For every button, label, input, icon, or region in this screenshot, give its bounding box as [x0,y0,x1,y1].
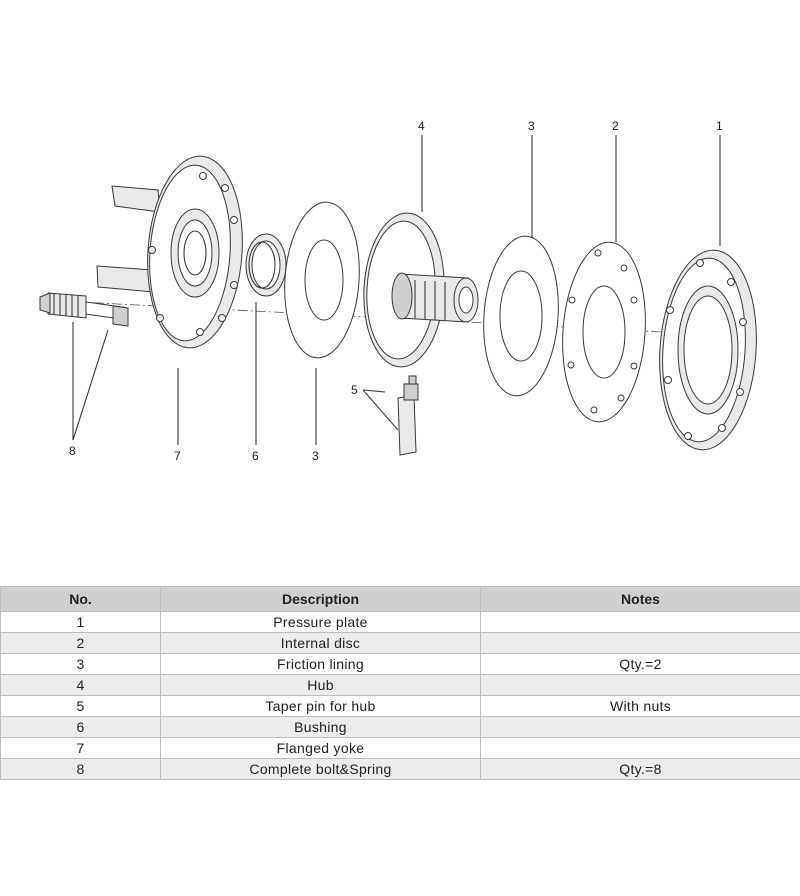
callout-7: 7 [174,449,181,463]
bushing-part [245,233,287,297]
cell-notes [480,716,800,738]
table-row: 2 Internal disc [0,632,800,654]
cell-description: Complete bolt&Spring [160,758,481,780]
pressure-plate-part [659,249,757,451]
cell-notes [480,632,800,654]
table-row: 1 Pressure plate [0,611,800,633]
cell-description: Friction lining [160,653,481,675]
cell-description: Hub [160,674,481,696]
cell-notes [480,611,800,633]
cell-notes: Qty.=2 [480,653,800,675]
cell-no: 8 [0,758,161,780]
cell-description: Bushing [160,716,481,738]
cell-no: 3 [0,653,161,675]
cell-no: 1 [0,611,161,633]
cell-no: 7 [0,737,161,759]
cell-description: Internal disc [160,632,481,654]
callout-3-bottom: 3 [312,449,319,463]
flanged-yoke-part [96,155,243,349]
taper-pin-part [397,375,419,456]
cell-no: 5 [0,695,161,717]
cell-no: 4 [0,674,161,696]
friction-lining-right-part [483,235,559,397]
callout-4: 4 [418,119,425,133]
callout-5: 5 [351,383,358,397]
hub-part [363,212,479,368]
internal-disc-part [562,241,646,423]
cell-notes: Qty.=8 [480,758,800,780]
cell-notes: With nuts [480,695,800,717]
cell-notes [480,674,800,696]
cell-no: 2 [0,632,161,654]
header-description: Description [160,586,481,612]
callout-8: 8 [69,444,76,458]
table-row: 4 Hub [0,674,800,696]
bolt-and-spring-part [39,292,129,327]
parts-table: No. Description Notes 1 Pressure plate 2… [0,586,800,780]
header-notes: Notes [480,586,800,612]
callout-3-top: 3 [528,119,535,133]
cell-notes [480,737,800,759]
callout-2: 2 [612,119,619,133]
cell-description: Taper pin for hub [160,695,481,717]
table-row: 5 Taper pin for hub With nuts [0,695,800,717]
cell-no: 6 [0,716,161,738]
header-no: No. [0,586,161,612]
exploded-assembly-diagram: 1 2 3 4 3 5 6 7 8 [39,119,757,463]
table-row: 3 Friction lining Qty.=2 [0,653,800,675]
cell-description: Flanged yoke [160,737,481,759]
cell-description: Pressure plate [160,611,481,633]
table-header-row: No. Description Notes [0,586,800,612]
table-row: 7 Flanged yoke [0,737,800,759]
table-row: 6 Bushing [0,716,800,738]
friction-lining-left-part [284,201,360,359]
callout-1: 1 [716,119,723,133]
leader-lines [72,135,721,445]
callout-6: 6 [252,449,259,463]
table-row: 8 Complete bolt&Spring Qty.=8 [0,758,800,780]
